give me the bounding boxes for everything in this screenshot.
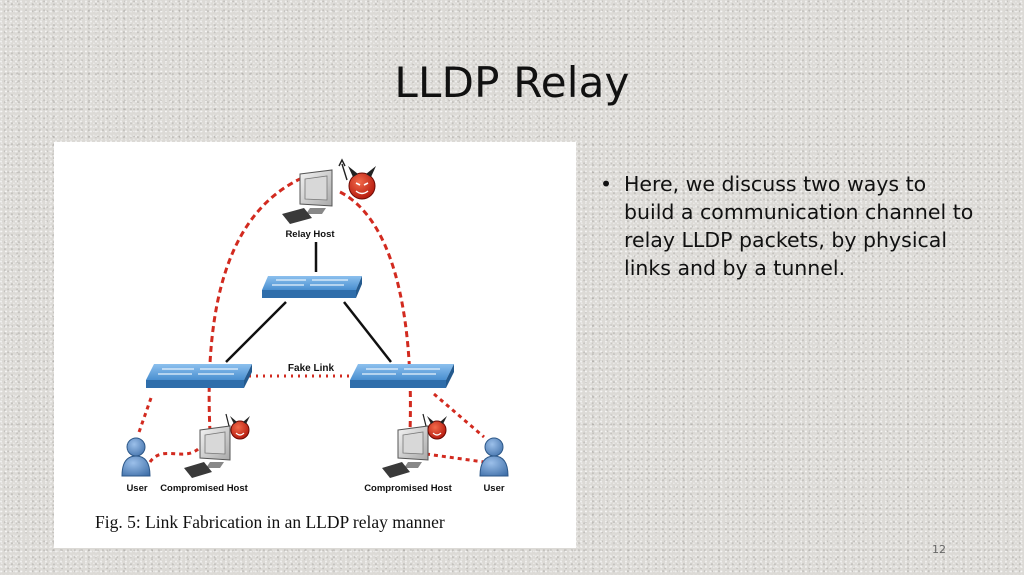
- lldp-relay-diagram: Relay Host Fake Link User Compromised Ho…: [95, 158, 509, 532]
- user-left-icon: [121, 437, 151, 477]
- compromised-host-right-devil-icon: [422, 413, 447, 440]
- label-compromised-host-right: Compromised Host: [364, 483, 452, 494]
- relay-host-devil-icon: [338, 158, 376, 200]
- slide-number: 12: [932, 543, 946, 556]
- bullet-text: Here, we discuss two ways to build a com…: [624, 172, 974, 280]
- label-relay-host: Relay Host: [285, 229, 335, 240]
- slide-title: LLDP Relay: [394, 58, 630, 107]
- link-right-host-user: [425, 452, 485, 464]
- compromised-host-right-computer-icon: [382, 425, 429, 478]
- figure-lldp-relay: Relay Host Fake Link User Compromised Ho…: [54, 142, 576, 548]
- bullet-item: • Here, we discuss two ways to build a c…: [600, 170, 980, 282]
- link-top-switch-right: [343, 301, 392, 363]
- bullet-list: • Here, we discuss two ways to build a c…: [600, 170, 980, 282]
- relay-arc-left: [207, 176, 303, 433]
- link-top-switch-left: [225, 301, 287, 363]
- label-user-right: User: [483, 483, 504, 494]
- compromised-host-left-computer-icon: [184, 425, 231, 478]
- switch-top-icon: [262, 276, 362, 298]
- compromised-host-left-devil-icon: [225, 413, 250, 440]
- link-right-host-switch: [433, 392, 485, 439]
- user-right-icon: [479, 437, 509, 477]
- link-left-user-host: [148, 441, 206, 463]
- label-user-left: User: [126, 483, 147, 494]
- label-compromised-host-left: Compromised Host: [160, 483, 248, 494]
- label-fake-link: Fake Link: [288, 363, 335, 374]
- figure-caption: Fig. 5: Link Fabrication in an LLDP rela…: [95, 512, 445, 532]
- link-left-user-switch: [136, 397, 153, 436]
- user-links: [136, 392, 485, 464]
- bullet-dot-icon: •: [600, 172, 613, 196]
- switch-left-icon: [146, 364, 252, 388]
- physical-links: [225, 242, 392, 363]
- switch-right-icon: [350, 364, 454, 388]
- relay-host-computer-icon: [282, 169, 333, 224]
